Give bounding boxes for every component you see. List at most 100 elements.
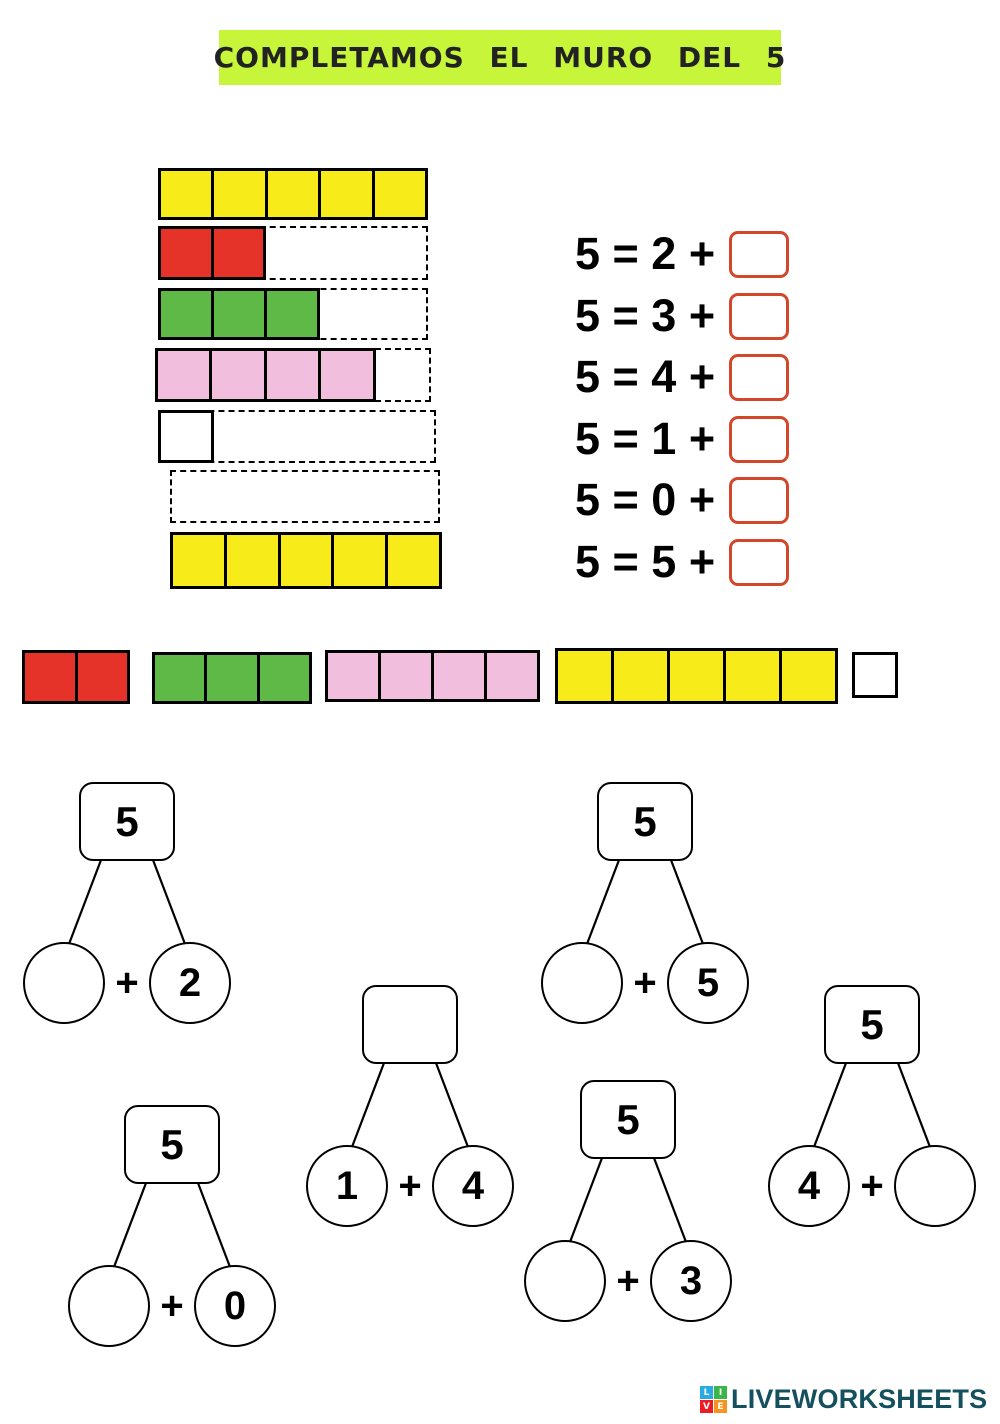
equation-answer-box[interactable] xyxy=(729,230,790,278)
yellow-block xyxy=(331,532,389,589)
bond-top-box: 5 xyxy=(124,1105,220,1184)
equation-row: 5 = 0 + xyxy=(575,474,790,526)
pink-piece-block xyxy=(325,650,381,702)
bond-left-circle[interactable] xyxy=(524,1240,606,1322)
equation-answer-box[interactable] xyxy=(729,538,790,586)
plus-sign: + xyxy=(633,961,657,1005)
page-title: COMPLETAMOS EL MURO DEL 5 xyxy=(214,30,785,85)
yellow-block xyxy=(371,168,429,220)
logo-cell-e: E xyxy=(714,1400,727,1413)
logo-text: LIVEWORKSHEETS xyxy=(731,1384,988,1414)
equation-row: 5 = 2 + xyxy=(575,228,790,280)
green-block xyxy=(264,288,320,340)
wall-row xyxy=(158,226,428,280)
bond-left-circle[interactable] xyxy=(23,942,105,1024)
equation-answer-box[interactable] xyxy=(729,292,790,340)
connector-lines xyxy=(350,1062,470,1148)
connector-lines xyxy=(112,1182,232,1268)
yellow-piece-block xyxy=(723,648,782,704)
yellow-block xyxy=(211,168,268,220)
pink-block xyxy=(318,348,376,402)
plus-sign: + xyxy=(860,1164,884,1208)
equation-row: 5 = 5 + xyxy=(575,536,790,588)
bond-left-circle[interactable] xyxy=(68,1265,150,1347)
yellow-piece-block xyxy=(779,648,838,704)
green-block xyxy=(158,288,214,340)
plus-sign: + xyxy=(616,1259,640,1303)
bond-left-circle: 1 xyxy=(306,1145,388,1227)
drag-piece-green[interactable] xyxy=(152,652,312,704)
wall-row xyxy=(170,470,440,523)
number-bond-5: 5 + 3 xyxy=(508,1080,748,1330)
green-piece-block xyxy=(152,652,208,704)
bond-right-circle[interactable] xyxy=(894,1145,976,1227)
number-bond-2: 5 + 5 xyxy=(525,782,765,1032)
equation-text: 5 = 5 + xyxy=(575,536,716,587)
pink-piece-block xyxy=(378,650,434,702)
bond-left-circle: 4 xyxy=(768,1145,850,1227)
plus-sign: + xyxy=(160,1284,184,1328)
equation-answer-box[interactable] xyxy=(729,415,790,463)
bond-top-box: 5 xyxy=(824,985,920,1064)
pink-block xyxy=(263,348,322,402)
red-block xyxy=(210,226,266,280)
drag-piece-pink[interactable] xyxy=(325,650,540,702)
drag-piece-red[interactable] xyxy=(22,650,130,704)
equation-answer-box[interactable] xyxy=(729,476,790,524)
wall-row xyxy=(170,532,442,589)
yellow-block xyxy=(223,532,281,589)
yellow-piece-block xyxy=(667,648,726,704)
bond-top-box[interactable] xyxy=(362,985,458,1064)
logo-cell-l: L xyxy=(700,1386,713,1399)
pink-piece-block xyxy=(431,650,487,702)
red-piece-block xyxy=(22,650,78,704)
wall-row xyxy=(158,410,436,463)
number-bond-4: 5 + 0 xyxy=(52,1105,292,1355)
number-bond-6: 5 4 + xyxy=(752,985,992,1235)
yellow-block xyxy=(277,532,335,589)
drag-piece-white[interactable] xyxy=(852,652,898,698)
white-block xyxy=(158,410,214,463)
equation-text: 5 = 1 + xyxy=(575,413,716,464)
green-piece-block xyxy=(256,652,312,704)
equation-row: 5 = 4 + xyxy=(575,351,790,403)
yellow-block xyxy=(158,168,215,220)
red-piece-block xyxy=(74,650,130,704)
bond-right-circle: 0 xyxy=(194,1265,276,1347)
bond-top-box: 5 xyxy=(79,782,175,861)
wall-row xyxy=(158,168,429,220)
yellow-block xyxy=(170,532,227,589)
number-bond-1: 5 + 2 xyxy=(7,782,247,1032)
equation-text: 5 = 4 + xyxy=(575,351,716,402)
connector-lines xyxy=(812,1062,932,1148)
wall-drop-zone[interactable] xyxy=(170,470,440,523)
red-block xyxy=(158,226,214,280)
wall-row xyxy=(158,288,428,340)
plus-sign: + xyxy=(115,961,139,1005)
yellow-block xyxy=(264,168,322,220)
equation-row: 5 = 1 + xyxy=(575,413,790,465)
yellow-piece-block xyxy=(611,648,670,704)
pink-piece-block xyxy=(484,650,540,702)
plus-sign: + xyxy=(398,1164,422,1208)
logo-cell-v: V xyxy=(700,1400,713,1413)
connector-lines xyxy=(568,1157,688,1243)
pink-block xyxy=(155,348,213,402)
bond-right-circle: 3 xyxy=(650,1240,732,1322)
equation-text: 5 = 0 + xyxy=(575,474,716,525)
equation-answer-box[interactable] xyxy=(729,353,790,401)
logo-icon: L I V E xyxy=(700,1386,727,1413)
bond-left-circle[interactable] xyxy=(541,942,623,1024)
liveworksheets-logo: L I V E LIVEWORKSHEETS xyxy=(700,1384,987,1415)
bond-top-box: 5 xyxy=(597,782,693,861)
drag-piece-yellow[interactable] xyxy=(555,648,838,704)
yellow-block xyxy=(318,168,375,220)
pink-block xyxy=(209,348,267,402)
bond-right-circle: 4 xyxy=(432,1145,514,1227)
bond-top-box: 5 xyxy=(580,1080,676,1159)
equation-row: 5 = 3 + xyxy=(575,290,790,342)
equation-text: 5 = 3 + xyxy=(575,290,716,341)
green-block xyxy=(211,288,267,340)
yellow-piece-block xyxy=(555,648,614,704)
